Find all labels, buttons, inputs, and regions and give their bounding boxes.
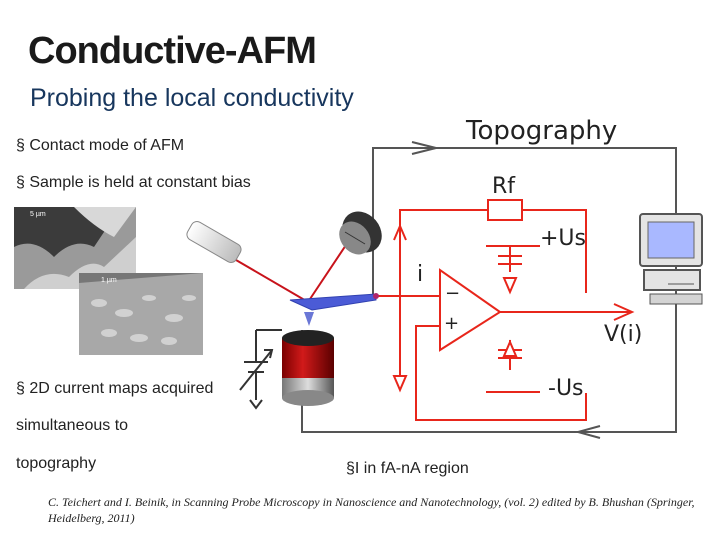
bullet-current-maps: § 2D current maps acquired (16, 380, 214, 397)
loop-arrow-top (411, 141, 437, 155)
rf-label-text: Rf (492, 174, 516, 199)
text-simultaneous: simultaneous to (16, 417, 129, 434)
rf-label: Rf (492, 174, 515, 199)
bias-source-symbol (239, 329, 282, 410)
bullet-current-range: §I in fA-nA region (346, 460, 469, 477)
sem-scale-label-2: 1 µm (101, 277, 117, 284)
output-voltage-label: V(i) (604, 322, 643, 347)
computer-icon (639, 213, 703, 305)
minus-us-label: -Us (548, 376, 584, 401)
current-i-label: i (417, 262, 424, 287)
bullet-constant-bias: § Sample is held at constant bias (16, 174, 251, 191)
photodetector (339, 211, 382, 255)
opamp-minus-sign: − (445, 283, 461, 304)
sample-stage (282, 330, 334, 406)
amplifier-circuit (376, 209, 587, 421)
laser-source (186, 221, 242, 263)
sem-image-1: 5 µm (14, 207, 136, 289)
citation: C. Teichert and I. Beinik, in Scanning P… (48, 495, 695, 525)
op-amp-symbol (439, 268, 502, 352)
loop-arrow-bottom (574, 425, 601, 439)
topography-label: Topography (466, 116, 618, 146)
bullet-contact-mode: § Contact mode of AFM (16, 137, 185, 154)
ground-symbols (498, 255, 522, 359)
ground-triangle-2 (502, 339, 518, 357)
cantilever (289, 293, 379, 326)
plus-us-label: +Us (540, 226, 586, 251)
current-arrow-up (393, 223, 407, 241)
text-topography: topography (16, 455, 97, 472)
sem-image-2: 1 µm (79, 273, 203, 355)
topography-feedback-loop (301, 147, 677, 433)
ground-triangle-1 (502, 277, 518, 295)
rf-resistor (487, 199, 523, 221)
slide-subtitle: Probing the local conductivity (30, 84, 354, 112)
sem-scale-label-1: 5 µm (30, 211, 46, 218)
opamp-plus-sign: + (444, 313, 460, 334)
laser-beam (235, 235, 353, 303)
ground-triangle-3 (392, 375, 408, 393)
slide-title: Conductive-AFM (28, 30, 317, 72)
